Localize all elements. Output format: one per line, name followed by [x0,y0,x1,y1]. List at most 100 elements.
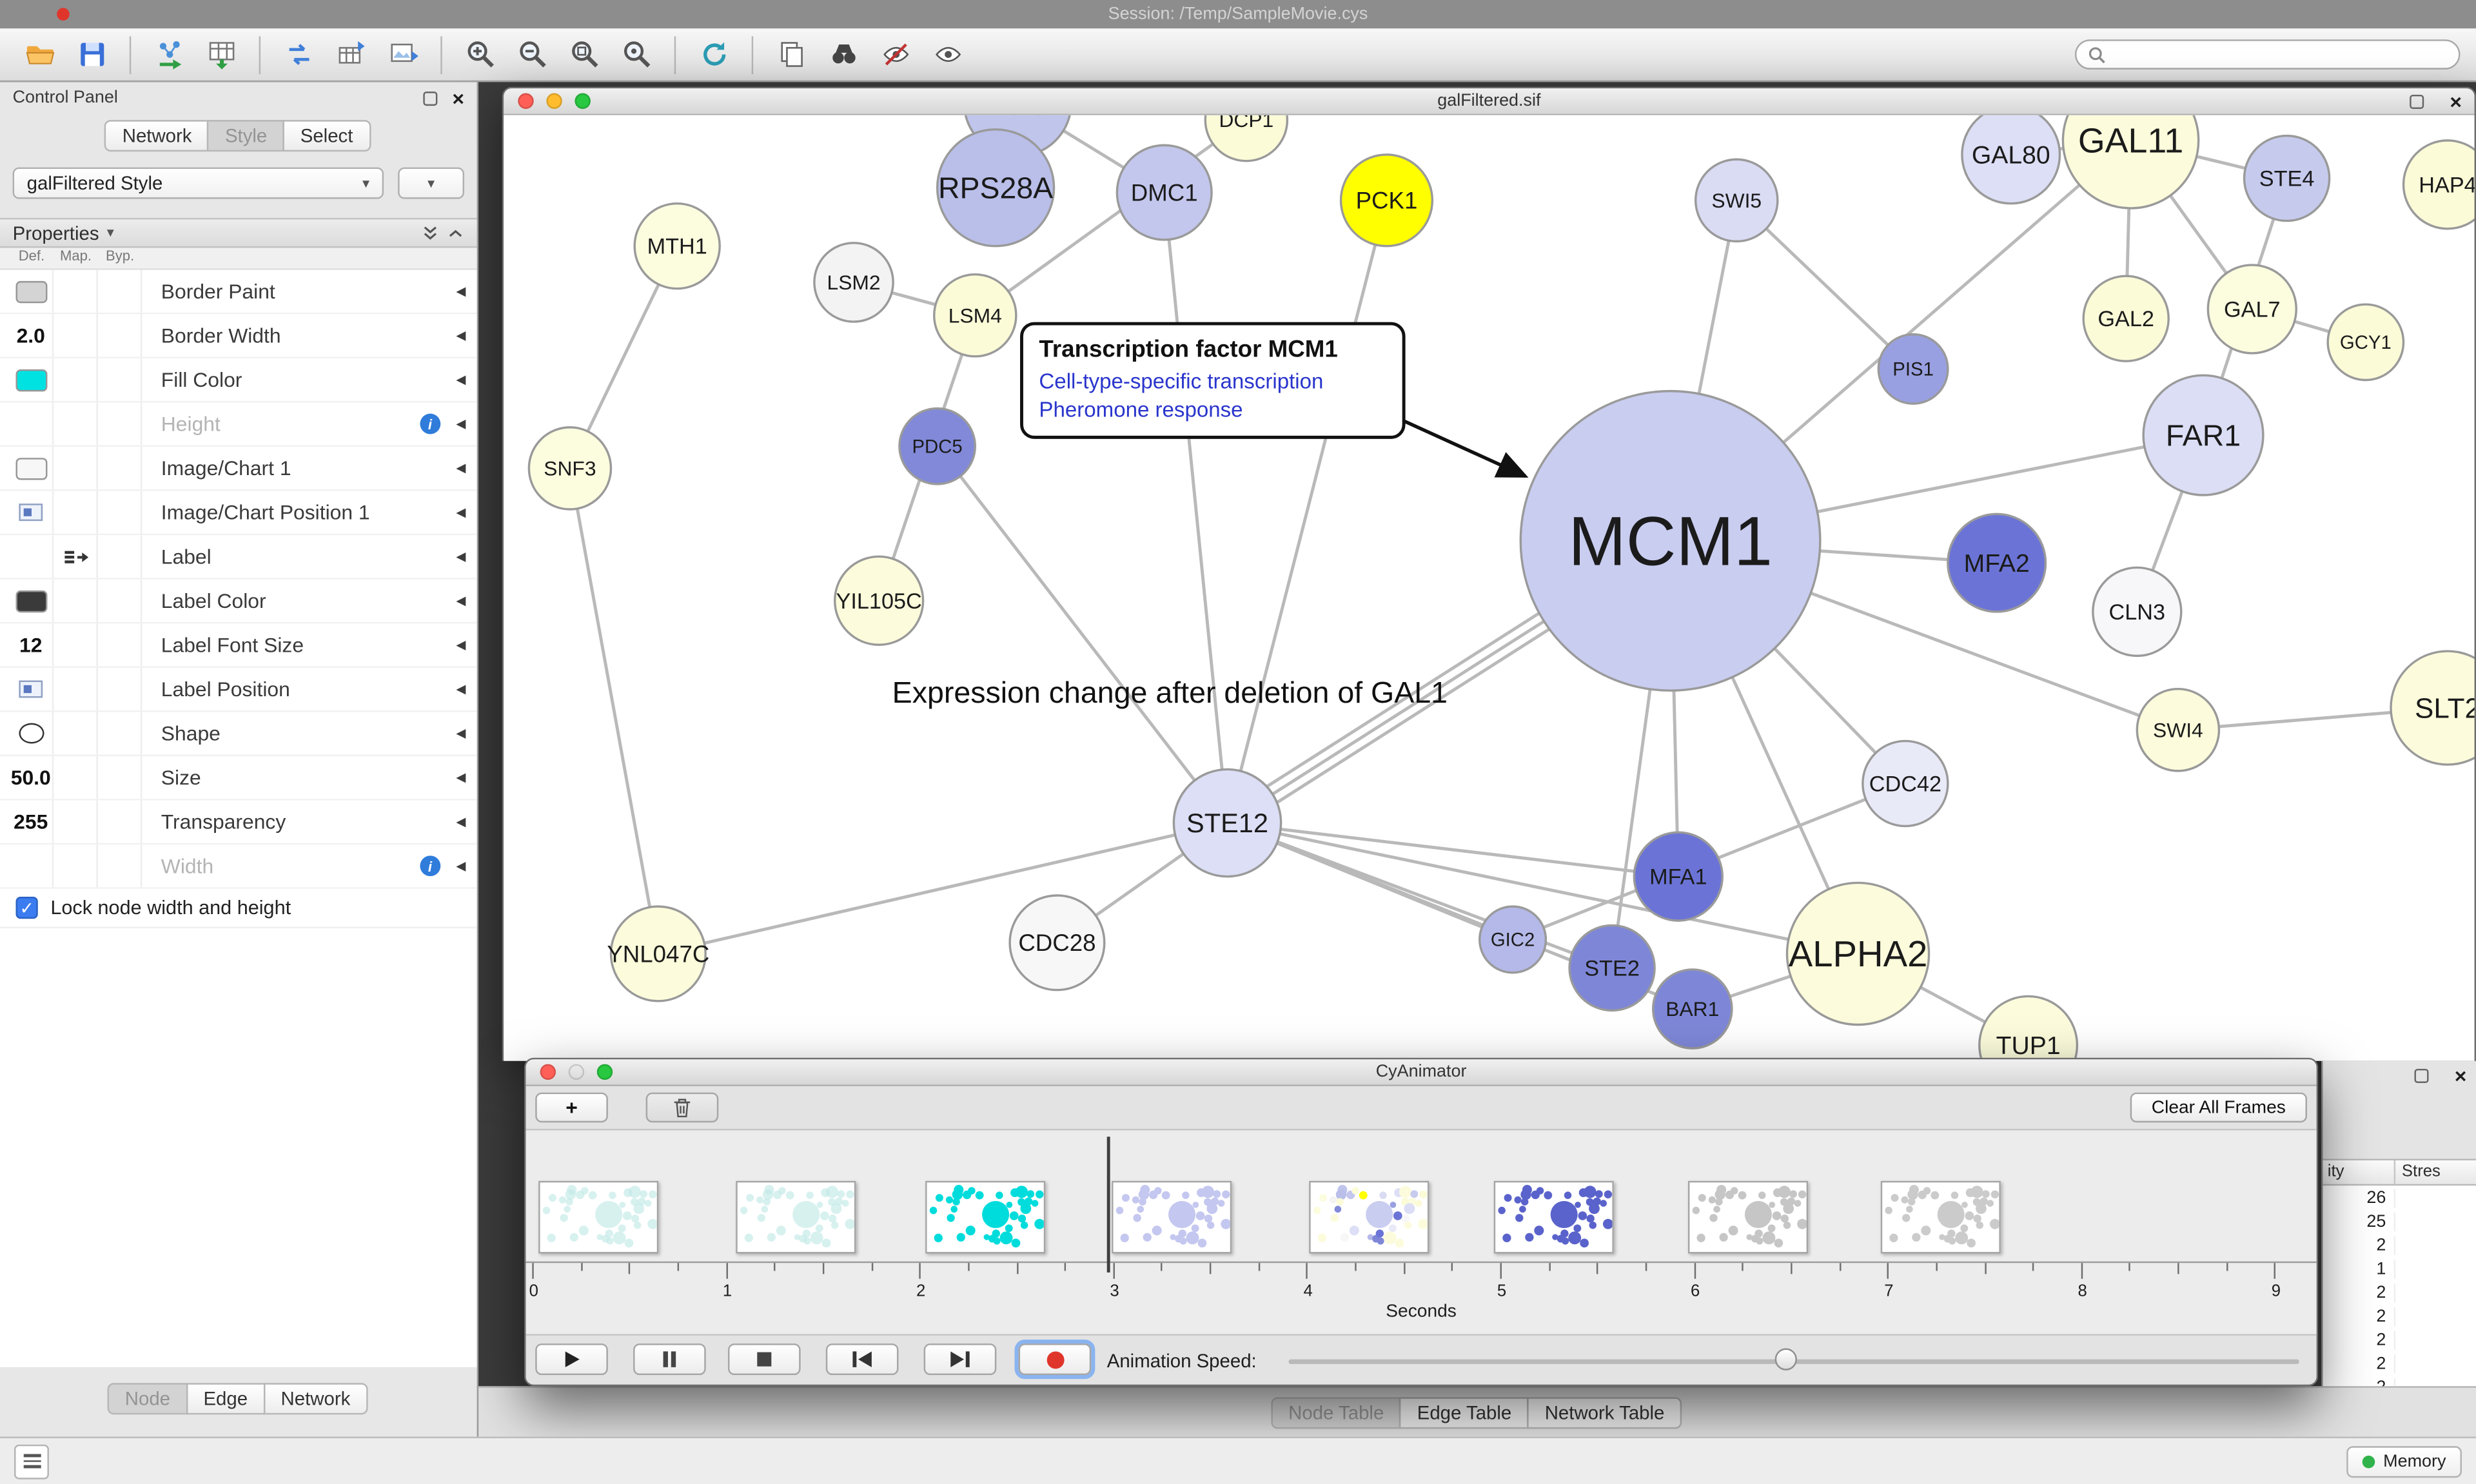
mapping-value-cell[interactable] [54,623,98,667]
collapse-row-icon[interactable]: ◀ [456,593,466,608]
collapse-row-icon[interactable]: ◀ [456,726,466,741]
node-circle[interactable] [1633,831,1724,922]
export-table-icon[interactable] [327,32,374,77]
network-node-MCM1[interactable]: MCM1 [1519,389,1822,692]
column-header[interactable]: ity [2323,1160,2396,1184]
import-network-icon[interactable] [145,32,192,77]
expand-all-icon[interactable] [422,224,439,242]
style-property-row[interactable]: Fill Color ◀ [0,358,477,403]
network-node-CDC28[interactable]: CDC28 [1008,894,1106,991]
table-row[interactable]: 2 [2323,1304,2476,1328]
zoom-traffic-light[interactable] [596,1064,613,1080]
collapse-row-icon[interactable]: ◀ [456,372,466,387]
skip-to-end-button[interactable] [923,1343,997,1376]
node-circle[interactable] [1694,158,1779,243]
node-circle[interactable] [1204,115,1289,162]
mapping-value-cell[interactable] [54,800,98,843]
node-circle[interactable] [1651,968,1733,1050]
network-window-titlebar[interactable]: galFiltered.sif × [504,88,2475,115]
default-value-cell[interactable] [10,579,54,622]
timeline-frame-8[interactable] [1880,1180,2001,1254]
table-row[interactable]: 25 [2323,1209,2476,1233]
float-panel-icon[interactable] [2415,1068,2430,1083]
import-table-icon[interactable] [197,32,244,77]
add-frame-button[interactable]: + [535,1092,608,1123]
node-circle[interactable] [1568,924,1656,1012]
network-node-RPS28A[interactable]: RPS28A [936,128,1056,248]
task-history-button[interactable] [14,1443,49,1479]
node-circle[interactable] [1785,881,1931,1026]
tab-style[interactable]: Style [208,120,285,152]
style-select[interactable]: galFiltered Style▾ [12,167,384,199]
bypass-value-cell[interactable] [98,800,142,843]
network-node-STE2[interactable]: STE2 [1568,924,1656,1012]
table-row[interactable]: 2 [2323,1375,2476,1387]
stop-button[interactable] [727,1343,801,1376]
skip-to-start-button[interactable] [825,1343,899,1376]
bypass-value-cell[interactable] [98,623,142,667]
network-node-SWI4[interactable]: SWI4 [2136,688,2221,772]
node-circle[interactable] [2402,139,2475,230]
zoom-out-icon[interactable] [509,32,556,77]
collapse-row-icon[interactable]: ◀ [456,814,466,829]
delete-frame-button[interactable] [645,1092,719,1123]
node-circle[interactable] [936,128,1056,248]
mapping-value-cell[interactable] [54,402,98,445]
collapse-row-icon[interactable]: ◀ [456,284,466,298]
mapping-value-cell[interactable] [54,314,98,357]
style-property-row[interactable]: Border Paint ◀ [0,269,477,315]
tab-node-table[interactable]: Node Table [1271,1396,1402,1429]
float-window-icon[interactable] [2410,93,2425,108]
pause-button[interactable] [633,1343,706,1376]
default-value-cell[interactable] [10,712,54,755]
style-property-row[interactable]: 255 Transparency ◀ [0,800,477,845]
network-node-GAL80[interactable]: GAL80 [1961,115,2061,205]
export-image-icon[interactable] [379,32,426,77]
network-node-YIL105C[interactable]: YIL105C [833,555,925,646]
bypass-value-cell[interactable] [98,358,142,402]
network-node-MFA1[interactable]: MFA1 [1633,831,1724,922]
network-node-CDC42[interactable]: CDC42 [1862,739,1949,828]
network-canvas[interactable]: RPS28BRPS28ADMC1DCP1PCK1SWI5GAL80GAL11ST… [504,115,2475,1061]
network-edge[interactable] [1227,821,1679,879]
style-property-row[interactable]: Image/Chart 1 ◀ [0,447,477,491]
show-all-icon[interactable] [924,32,971,77]
table-row[interactable]: 2 [2323,1233,2476,1257]
info-icon[interactable]: i [420,413,440,434]
tab-network[interactable]: Network [104,120,210,152]
bypass-value-cell[interactable] [98,756,142,799]
mapping-value-cell[interactable] [54,269,98,313]
clone-network-icon[interactable] [767,32,814,77]
style-property-row[interactable]: 50.0 Size ◀ [0,756,477,801]
table-row[interactable]: 2 [2323,1328,2476,1352]
network-node-PIS1[interactable]: PIS1 [1877,333,1949,405]
network-node-PCK1[interactable]: PCK1 [1339,153,1434,248]
tab-select[interactable]: Select [282,120,371,152]
default-value-cell[interactable] [10,269,54,313]
collapse-row-icon[interactable]: ◀ [456,681,466,696]
record-button[interactable] [1018,1343,1092,1376]
mcm1-annotation[interactable]: Transcription factor MCM1 Cell-type-spec… [1020,322,1406,438]
timeline-frame-4[interactable] [1112,1180,1232,1254]
network-node-MTH1[interactable]: MTH1 [633,202,721,290]
node-circle[interactable] [1479,905,1548,974]
timeline-frame-1[interactable] [538,1180,659,1254]
zoom-selected-icon[interactable] [613,32,660,77]
lock-size-checkbox[interactable]: ✓ [15,897,38,919]
mapping-value-cell[interactable] [54,579,98,622]
node-circle[interactable] [833,555,925,646]
collapse-row-icon[interactable]: ◀ [456,859,466,874]
bypass-value-cell[interactable] [98,535,142,578]
default-value-cell[interactable]: 50.0 [10,756,54,799]
mapping-value-cell[interactable] [54,491,98,534]
table-row[interactable]: 2 [2323,1280,2476,1304]
style-property-row[interactable]: Height i ◀ [0,402,477,447]
collapse-row-icon[interactable]: ◀ [456,770,466,785]
network-edge[interactable] [1226,200,1388,824]
node-circle[interactable] [898,407,977,485]
animation-speed-handle[interactable] [1774,1348,1797,1371]
network-node-GIC2[interactable]: GIC2 [1479,905,1548,974]
save-session-icon[interactable] [68,32,115,77]
default-value-cell[interactable] [10,491,54,534]
